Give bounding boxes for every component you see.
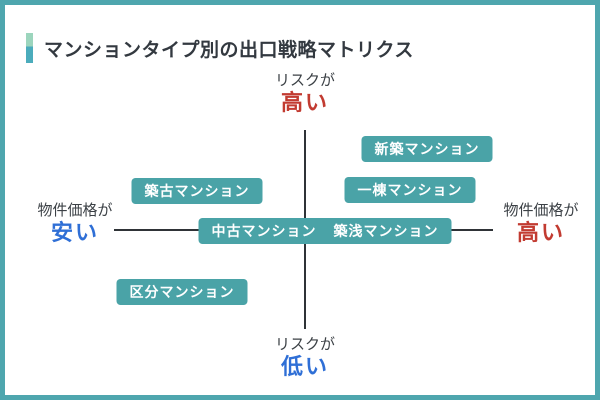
item-nearly-new-mansion: 築浅マンション [320,218,452,244]
item-whole-building-mansion: 一棟マンション [344,177,476,203]
axis-prefix-risk: リスクが [274,336,336,353]
item-unit-mansion: 区分マンション [116,279,248,305]
item-new-built-mansion: 新築マンション [361,136,493,162]
axis-label-price-cheap: 物件価格が 安い [37,202,112,245]
axis-value-high: 高い [280,90,330,115]
item-old-built-mansion: 築古マンション [131,178,263,204]
axis-prefix-risk: リスクが [274,72,336,89]
axis-value-expensive: 高い [516,220,566,245]
item-used-mansion: 中古マンション [198,218,330,244]
page-title: マンションタイプ別の出口戦略マトリクス [44,39,414,61]
axis-value-cheap: 安い [50,220,100,245]
axis-label-price-expensive: 物件価格が 高い [503,202,578,245]
axis-label-risk-high: リスクが 高い [275,72,335,115]
axis-prefix-price: 物件価格が [503,202,579,219]
title-row: マンションタイプ別の出口戦略マトリクス [26,33,414,63]
axis-value-low: 低い [280,354,330,379]
axis-label-risk-low: リスクが 低い [275,336,335,379]
axis-prefix-price: 物件価格が [37,202,113,219]
title-accent-bar-icon [26,33,33,63]
